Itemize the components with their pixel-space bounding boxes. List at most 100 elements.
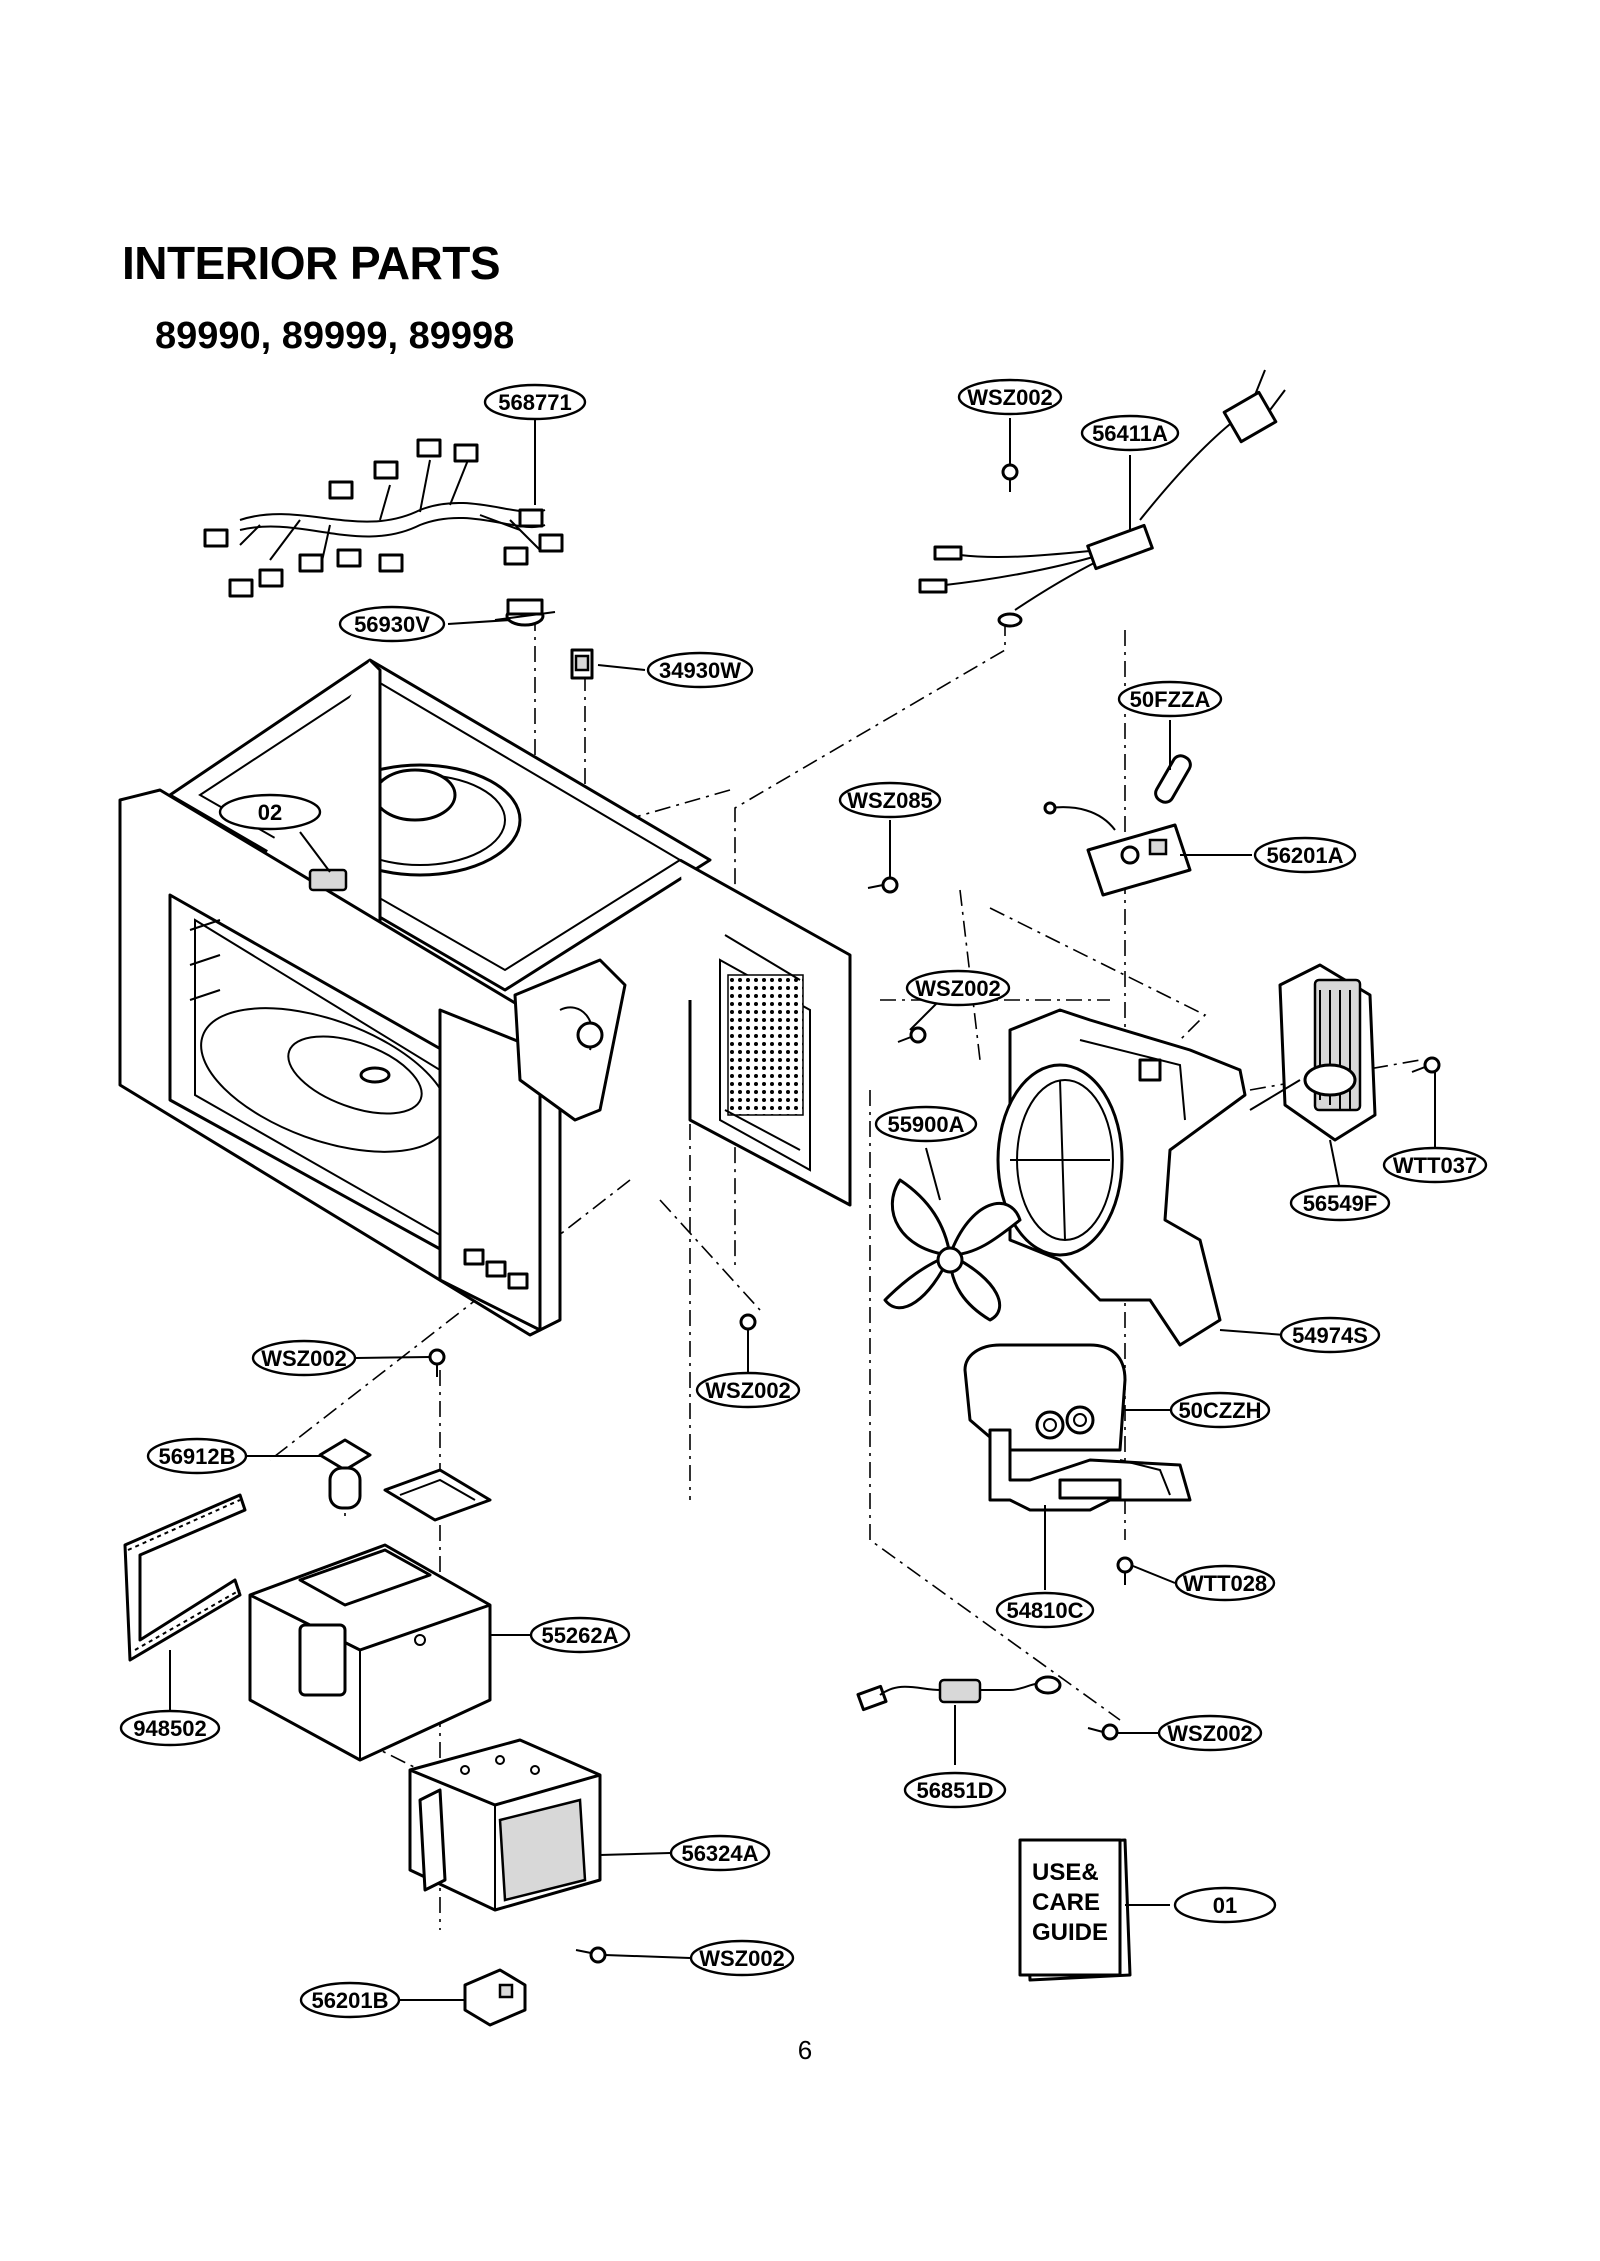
callout-oval [903,1771,1007,1809]
callout-oval [874,1105,978,1143]
hv-diode [318,1438,372,1510]
callout-56201b: 56201B [299,1981,401,2019]
use-and-care-guide: USE& CARE GUIDE [1018,1838,1132,1982]
fan-blade [883,1178,1022,1322]
callout-label: 54810C [1006,1598,1083,1623]
callout-56930v: 56930V [338,605,446,643]
callout-oval [695,1371,801,1409]
callout-label: WTT037 [1393,1153,1477,1178]
callout-label: WSZ002 [1167,1721,1253,1746]
callout-50fzza: 50FZZA [1117,680,1223,718]
callout-oval [146,1437,248,1475]
thermal-cutoff-wire [856,1675,1062,1712]
hv-capacitor [963,1343,1127,1452]
callout-oval [119,1709,221,1747]
thermostat [494,598,556,627]
callout-oval [1080,414,1180,452]
callout-oval [1289,1184,1391,1222]
callout-oval [1279,1316,1381,1354]
callout-54974s: 54974S [1279,1316,1381,1354]
callout-oval [957,378,1063,416]
callout-oval [646,651,754,689]
callout-wsz002-d: WSZ002 [695,1371,801,1409]
callout-oval [338,605,446,643]
callout-label: 56201A [1266,843,1343,868]
callout-label: 02 [258,800,282,825]
callout-oval [669,1834,771,1872]
callout-oval [251,1339,357,1377]
callout-label: 568771 [498,390,571,415]
callout-label: 54974S [1292,1323,1368,1348]
callout-label: 56930V [354,612,430,637]
callout-oval [1253,836,1357,874]
fuse-holder [463,1968,527,2027]
callout-56324a: 56324A [669,1834,771,1872]
callout-label: 50CZZH [1178,1398,1261,1423]
callout-label: 01 [1213,1893,1237,1918]
callout-label: WSZ002 [699,1946,785,1971]
callout-wsz002-a: WSZ002 [957,378,1063,416]
callout-label: 56324A [681,1841,758,1866]
guide-line-2: CARE [1032,1889,1100,1916]
fuse-and-noise-filter [1043,754,1192,897]
callout-label: 56549F [1303,1191,1378,1216]
page-number: 6 [797,2035,813,2065]
gasket [123,1493,247,1662]
callout-56411a: 56411A [1080,414,1180,452]
callout-oval [689,1939,795,1977]
callout-oval [299,1981,401,2019]
callout-oval [1382,1146,1488,1184]
callout-label: 56851D [916,1778,993,1803]
callout-oval [1169,1391,1271,1429]
callout-leaders [169,418,1436,2001]
callout-wsz002-e: WSZ002 [1157,1714,1263,1752]
callout-55262a: 55262A [529,1616,631,1654]
power-cord [918,369,1286,628]
callout-wsz002-b: WSZ002 [905,969,1011,1007]
guide-line-3: GUIDE [1032,1919,1108,1946]
callout-oval [529,1616,631,1654]
callout-oval [218,793,322,831]
callout-56201a: 56201A [1253,836,1357,874]
callout-label: 34930W [659,658,741,683]
magnetron [408,1738,602,1912]
callout-oval [838,781,942,819]
callout-oval [995,1591,1095,1629]
callout-label: 56411A [1092,421,1168,446]
callout-label: WSZ002 [705,1378,791,1403]
callout-label: WSZ002 [967,385,1053,410]
callout-label: 56912B [158,1444,235,1469]
guide-line-1: USE& [1032,1859,1099,1886]
callout-wtt037: WTT037 [1382,1146,1488,1184]
callout-label: 50FZZA [1130,687,1211,712]
hv-transformer [248,1543,492,1762]
callout-01: 01 [1173,1886,1277,1924]
callout-02: 02 [218,793,322,831]
callout-label: 55900A [887,1112,964,1137]
callout-wsz085: WSZ085 [838,781,942,819]
oven-cavity [118,658,852,1337]
callout-label: 56201B [311,1988,388,2013]
callout-50czzh: 50CZZH [1169,1391,1271,1429]
callout-56549f: 56549F [1289,1184,1391,1222]
door-switch [570,648,594,680]
callout-568771: 568771 [483,383,587,421]
callout-label: WSZ085 [847,788,933,813]
callout-55900a: 55900A [874,1105,978,1143]
shield-plate [383,1468,492,1522]
callout-56851d: 56851D [903,1771,1007,1809]
capacitor-bracket [988,1428,1192,1512]
callout-wtt028: WTT028 [1174,1564,1276,1602]
callout-label: 948502 [133,1716,206,1741]
callout-oval [1157,1714,1263,1752]
fan-motor [1249,963,1377,1142]
callout-oval [905,969,1011,1007]
callout-wsz002-f: WSZ002 [689,1939,795,1977]
callout-oval [1173,1886,1277,1924]
callout-label: WTT028 [1183,1571,1267,1596]
wire-harness [203,438,564,598]
callout-label: 55262A [541,1623,618,1648]
